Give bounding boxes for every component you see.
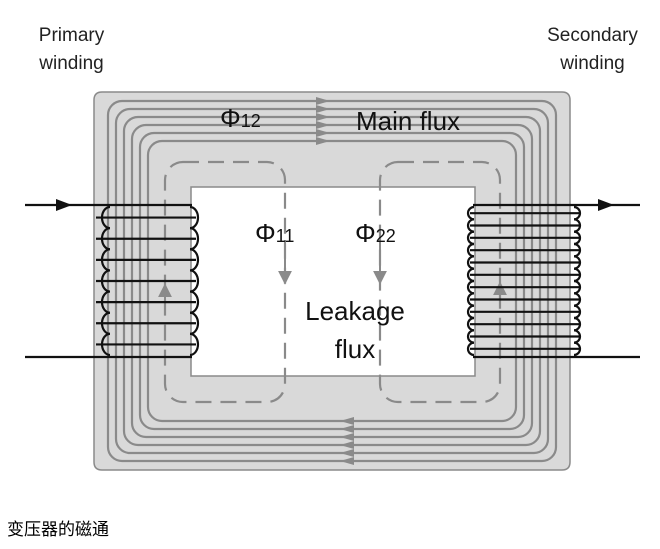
primary-coil-right-turn xyxy=(189,290,200,314)
secondary-output-arrow xyxy=(598,199,614,211)
main-flux-arrow-left xyxy=(340,441,354,449)
main-flux-arrow-left xyxy=(340,425,354,433)
phi22-label: Φ22 xyxy=(355,218,396,251)
main-flux-arrow-right xyxy=(316,137,330,145)
primary-coil-right-turn xyxy=(189,311,200,335)
secondary-label-line2: winding xyxy=(560,53,625,74)
primary-winding-label: Primary winding xyxy=(14,22,129,78)
main-flux-arrow-right xyxy=(316,129,330,137)
leakage-label-line2: flux xyxy=(334,334,376,364)
primary-coil-right-turn xyxy=(189,269,199,293)
secondary-winding-label: Secondary winding xyxy=(530,22,655,78)
main-flux-arrows xyxy=(316,97,354,465)
main-flux-arrow-right xyxy=(316,113,330,121)
primary-label-line2: winding xyxy=(39,53,104,74)
primary-coil-right-turn xyxy=(189,205,200,230)
primary-label-line1: Primary xyxy=(38,25,105,46)
phi22-symbol: Φ xyxy=(355,218,376,248)
primary-coil-right-turn xyxy=(189,248,200,272)
main-flux-arrow-left xyxy=(340,457,354,465)
secondary-winding xyxy=(466,205,582,357)
primary-winding xyxy=(96,205,200,357)
main-flux-arrow-right xyxy=(316,105,330,113)
phi12-label: Φ12 xyxy=(220,103,261,136)
primary-coil-right-turn xyxy=(189,227,200,251)
leakage-flux-label: Leakage flux xyxy=(290,292,420,368)
main-flux-arrow-left xyxy=(340,417,354,425)
main-flux-arrow-right xyxy=(316,121,330,129)
phi11-subscript: 11 xyxy=(275,226,295,246)
phi11-symbol: Φ xyxy=(255,218,276,248)
secondary-coil-right-turn xyxy=(573,341,582,357)
main-flux-arrow-right xyxy=(316,97,330,105)
leakage-label-line1: Leakage xyxy=(305,296,405,326)
main-flux-label: Main flux xyxy=(356,106,461,136)
primary-input-arrow xyxy=(56,199,72,211)
phi22-subscript: 22 xyxy=(375,226,396,246)
secondary-label-line1: Secondary xyxy=(547,25,638,46)
figure-caption: 变压器的磁通 xyxy=(7,520,109,540)
phi12-subscript: 12 xyxy=(240,111,261,131)
phi11-label: Φ11 xyxy=(255,218,294,251)
main-flux-arrow-left xyxy=(340,449,354,457)
main-flux-arrow-left xyxy=(340,433,354,441)
phi12-symbol: Φ xyxy=(220,103,241,133)
secondary-coil-left-turn xyxy=(466,341,475,357)
primary-coil-right-turn xyxy=(189,332,200,357)
